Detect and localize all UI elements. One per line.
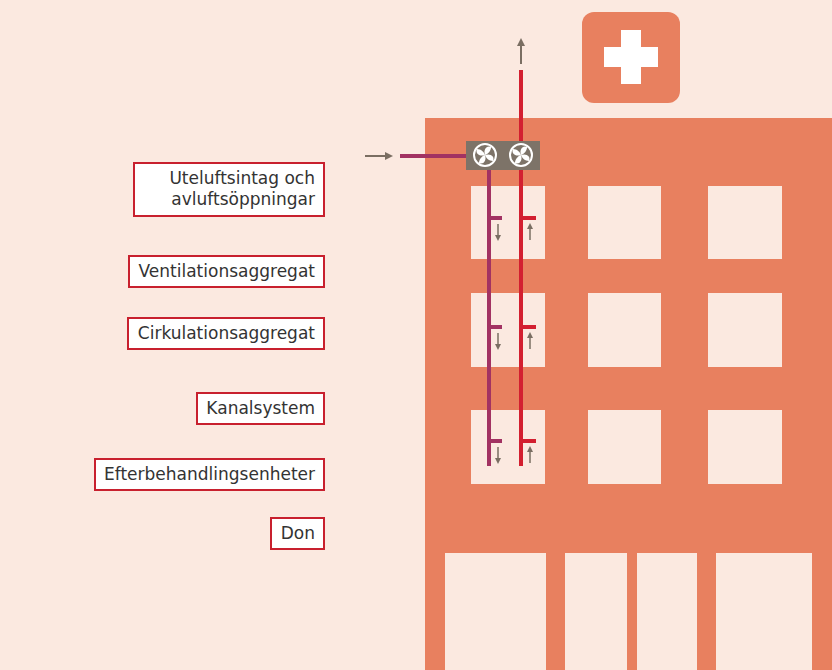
- label-box: Cirkulationsaggregat: [127, 317, 325, 350]
- label-box: Don: [270, 517, 325, 550]
- label-box: Efterbehandlingsenheter: [94, 458, 325, 491]
- windows: [445, 186, 812, 670]
- diffuser-arrows: [495, 223, 533, 464]
- label-box: Kanalsystem: [196, 392, 325, 425]
- exhaust-duct: [519, 70, 536, 466]
- label-box: Uteluftsintag och avluftsöppningar: [133, 162, 325, 217]
- label-text: Ventilationsaggregat: [138, 261, 315, 282]
- supply-duct: [400, 156, 502, 466]
- hospital-sign: [582, 12, 680, 103]
- label-text: Efterbehandlingsenheter: [104, 464, 315, 485]
- label-text: Kanalsystem: [206, 398, 315, 419]
- label-text: Uteluftsintag och avluftsöppningar: [143, 168, 315, 211]
- label-text: Don: [280, 523, 315, 544]
- air-handling-unit: [466, 141, 540, 170]
- building: [425, 118, 832, 670]
- label-text: Cirkulationsaggregat: [137, 323, 315, 344]
- label-box: Ventilationsaggregat: [128, 255, 325, 288]
- cross-symbol: [604, 30, 658, 84]
